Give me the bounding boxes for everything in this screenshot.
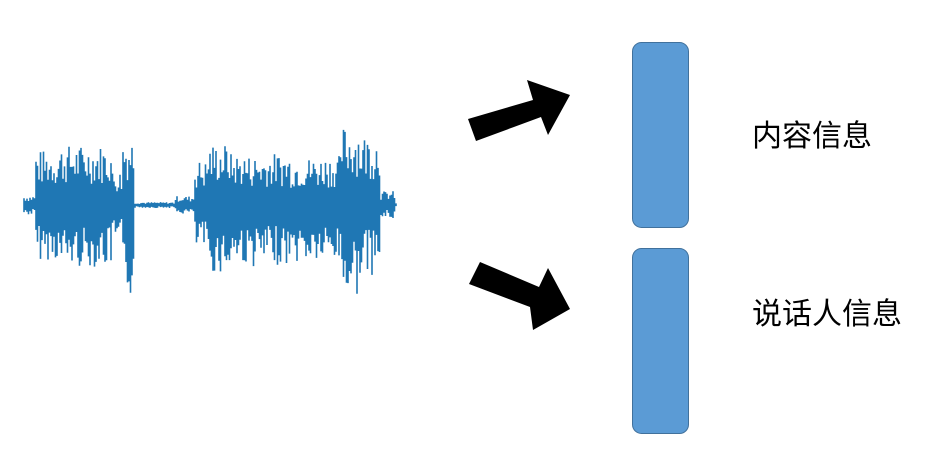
speaker-info-label: 说话人信息 xyxy=(752,297,902,332)
waveform-trace xyxy=(23,129,397,294)
speech-waveform xyxy=(23,129,397,294)
arrow-to-speaker xyxy=(469,262,570,330)
speaker-embedding-box xyxy=(632,248,689,434)
content-embedding-box xyxy=(632,42,689,228)
content-info-label: 内容信息 xyxy=(752,119,872,154)
arrow-to-content xyxy=(468,80,570,141)
